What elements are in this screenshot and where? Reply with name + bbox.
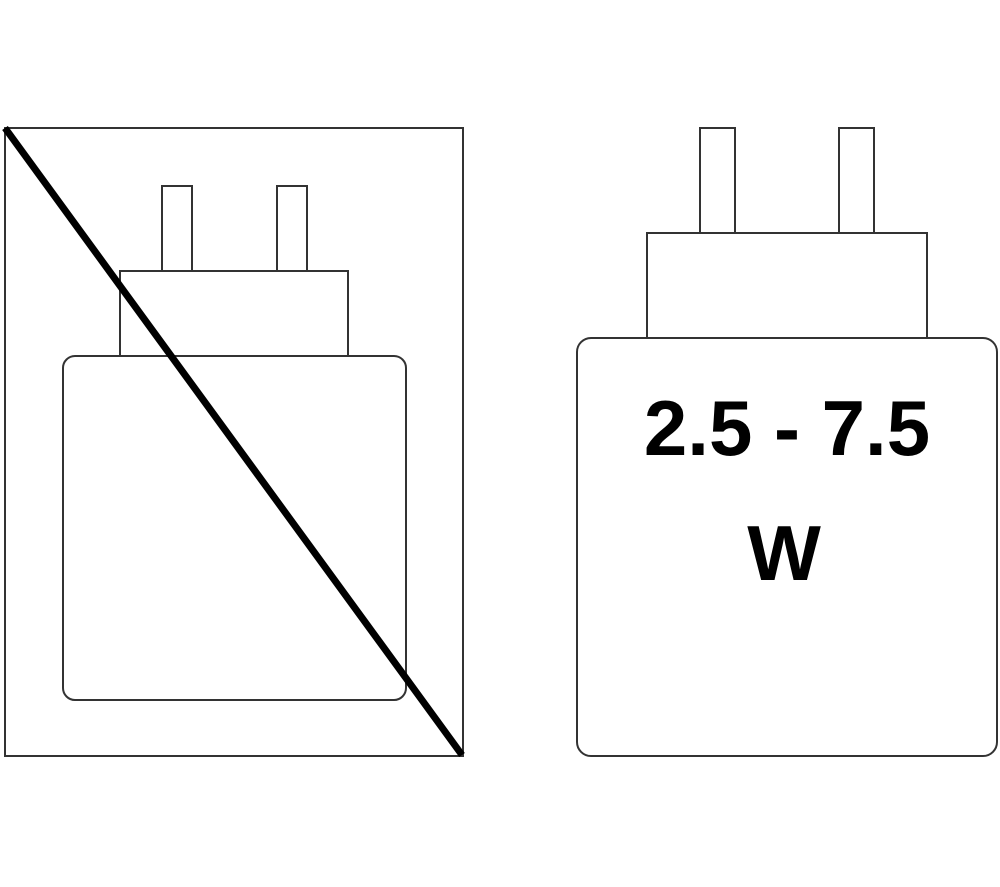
charger-body [576, 337, 998, 757]
plug-neck [646, 232, 928, 340]
left-prong [699, 127, 736, 235]
charger-body [62, 355, 407, 701]
incompatible-charger-icon [2, 125, 465, 758]
right-prong [838, 127, 875, 235]
prohibited-frame [4, 127, 464, 757]
right-prong [276, 185, 308, 273]
left-prong [161, 185, 193, 273]
plug-neck [119, 270, 349, 358]
power-rating-unit: W [747, 509, 821, 597]
compatible-charger-icon: 2.5 - 7.5 W [576, 127, 998, 757]
power-rating-range: 2.5 - 7.5 [644, 384, 930, 472]
prohibition-slash [2, 125, 465, 758]
